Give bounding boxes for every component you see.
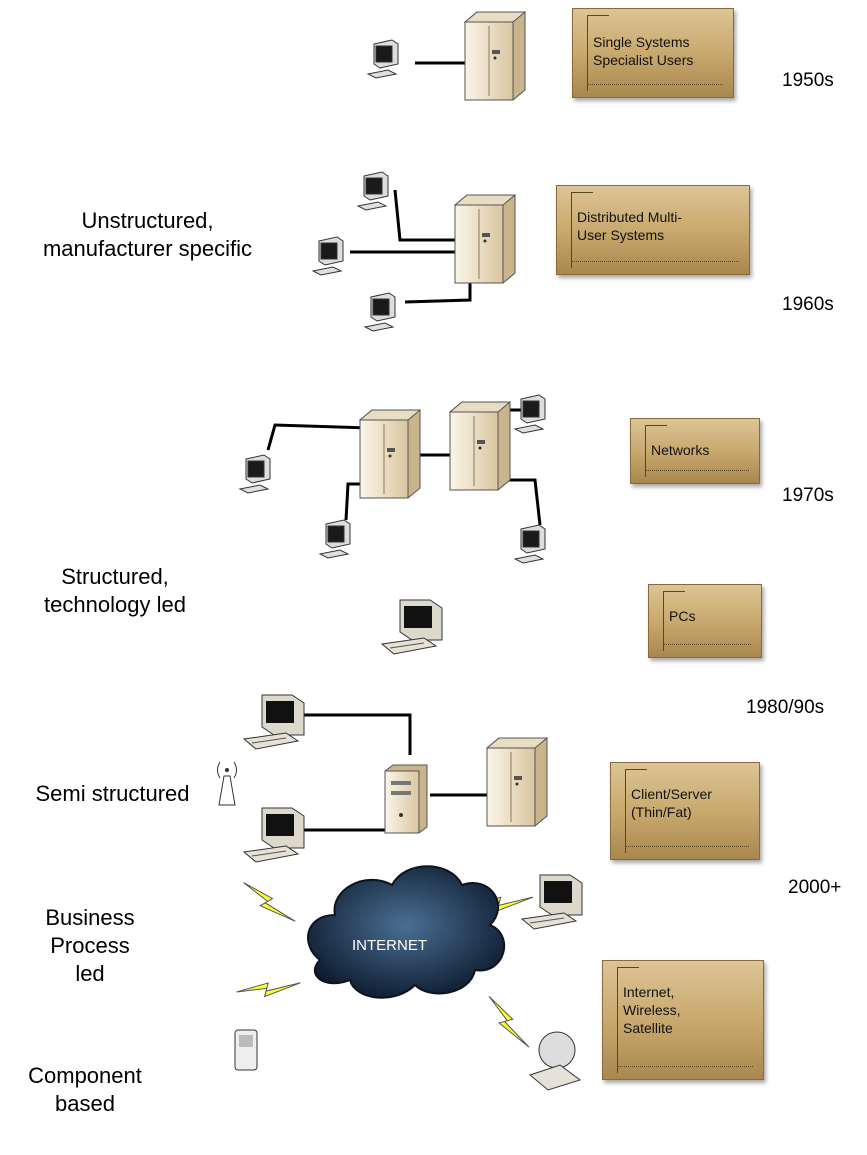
small-server-icon xyxy=(384,764,428,834)
mainframe-server-icon xyxy=(464,11,526,101)
era-1970s-network xyxy=(239,394,546,564)
era-box-1970s: Networks xyxy=(630,418,760,484)
internet-cloud-label: INTERNET xyxy=(352,937,427,954)
category-label-semi-structured: Semi structured xyxy=(35,781,190,806)
era-box-1950s: Single Systems Specialist Users xyxy=(572,8,734,98)
era-label-1980s-90s: 1980/90s xyxy=(746,697,825,718)
internet-pc-icon xyxy=(521,874,583,930)
lightning-icon xyxy=(236,961,301,1014)
lightning-icon xyxy=(236,882,303,922)
terminal-icon xyxy=(364,292,396,332)
era-box-client-server: Client/Server (Thin/Fat) xyxy=(610,762,760,860)
era-box-internet: Internet, Wireless, Satellite xyxy=(602,960,764,1080)
personal-computer-icon xyxy=(381,599,443,655)
terminal-icon xyxy=(312,236,344,276)
category-label-unstructured: Unstructured, manufacturer specific xyxy=(42,208,253,261)
era-label-1950s: 1950s xyxy=(782,70,834,91)
mobile-phone-icon xyxy=(234,1029,258,1071)
server-icon xyxy=(449,401,511,491)
era-box-pcs: PCs xyxy=(648,584,762,658)
server-icon xyxy=(486,737,548,827)
antenna-icon xyxy=(217,761,237,806)
client-server-network xyxy=(243,694,548,863)
mainframe-server-icon xyxy=(454,194,516,284)
category-label-business-process: Business Process led xyxy=(45,905,135,986)
lightning-icon xyxy=(476,995,542,1048)
terminal-icon xyxy=(367,39,399,79)
terminal-icon xyxy=(514,524,546,564)
terminal-icon xyxy=(319,519,351,559)
category-label-component-based: Component based xyxy=(28,1063,142,1116)
client-pc-icon xyxy=(243,694,305,750)
era-label-2000s: 2000+ xyxy=(788,877,842,898)
satellite-dish-icon xyxy=(528,1031,582,1091)
era-label-1960s: 1960s xyxy=(782,294,834,315)
internet-network xyxy=(217,761,583,1091)
server-icon xyxy=(359,409,421,499)
era-1950s-network xyxy=(367,11,526,101)
era-1960s-network xyxy=(312,171,516,332)
internet-cloud-icon xyxy=(307,865,506,999)
era-box-1960s: Distributed Multi- User Systems xyxy=(556,185,750,275)
terminal-icon xyxy=(239,454,271,494)
category-label-structured: Structured, technology led xyxy=(44,564,186,617)
terminal-icon xyxy=(357,171,389,211)
terminal-icon xyxy=(514,394,546,434)
era-label-1970s: 1970s xyxy=(782,485,834,506)
client-pc-icon xyxy=(243,807,305,863)
